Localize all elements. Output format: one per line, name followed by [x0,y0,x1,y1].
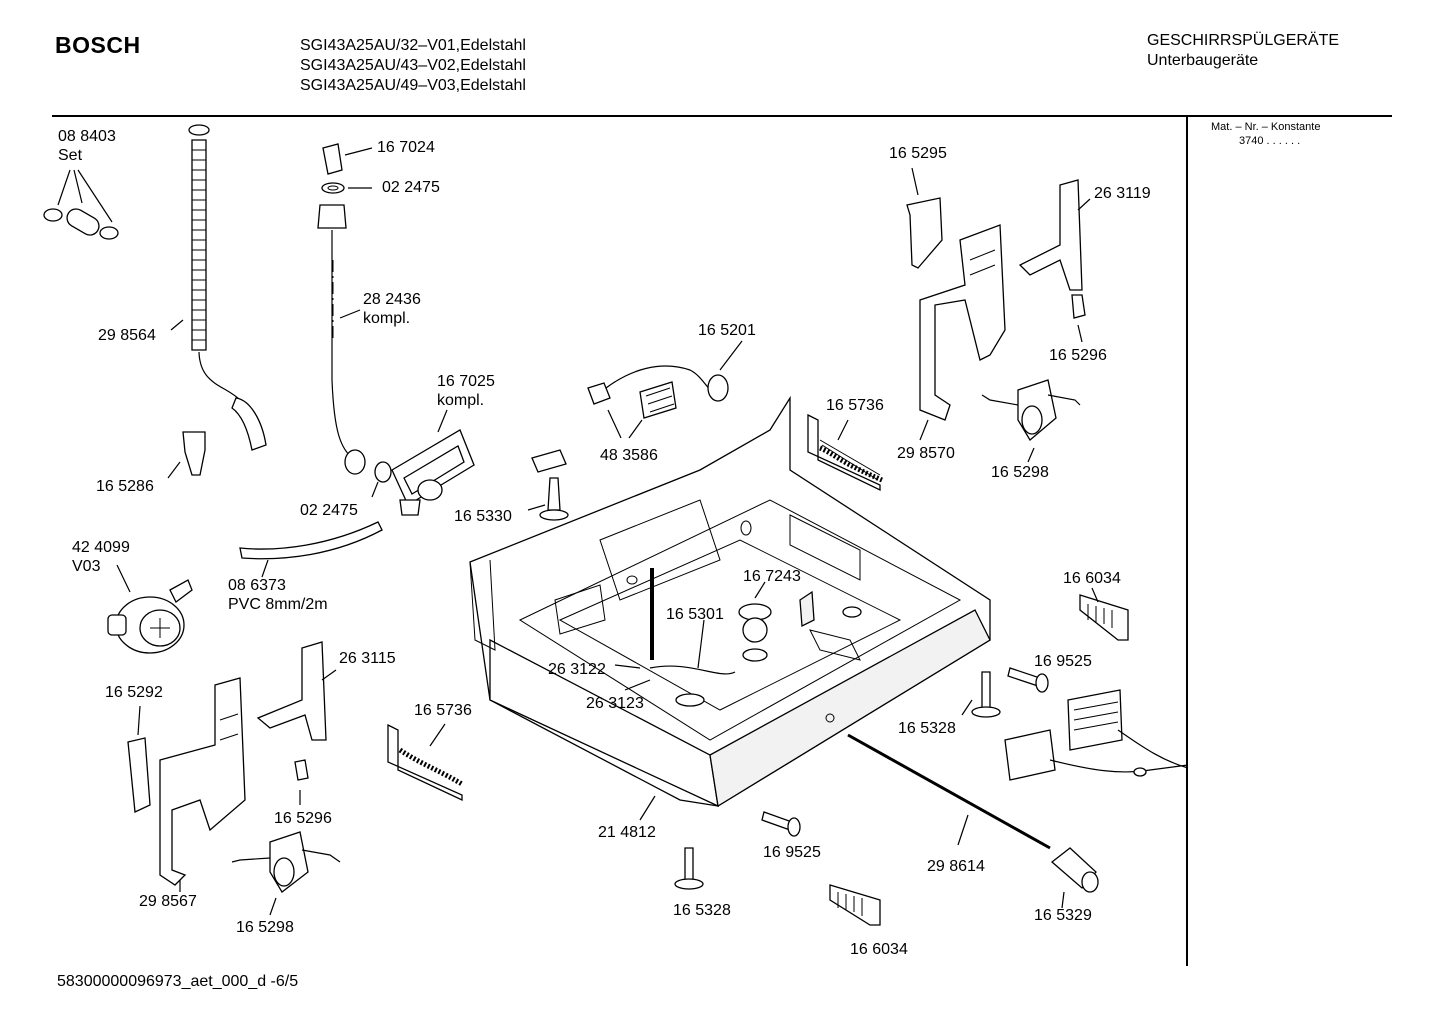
part-number: 08 8403 [58,128,116,145]
part-note: kompl. [437,392,485,409]
side-panel-divider [1186,116,1188,966]
wiring-harness-part [1004,689,1189,781]
screw-part-lower [674,811,801,890]
part-label-165292: 16 5292 [105,684,163,701]
part-label-167243: 16 7243 [743,568,801,585]
part-label-022475-upper: 02 2475 [382,179,440,196]
model-line-2: SGI43A25AU/43–V02,Edelstahl [300,57,526,74]
part-label-166034-upper: 16 6034 [1063,570,1121,587]
mat-nr-value: 3740 . . . . . . [1239,135,1301,147]
part-label-167024: 16 7024 [377,139,435,156]
mat-nr-label: Mat. – Nr. – Konstante [1211,121,1321,133]
part-label-298567: 29 8567 [139,893,197,910]
cable-set-part [587,340,743,439]
category-title: GESCHIRRSPÜLGERÄTE [1147,32,1340,49]
connector-block-part-lower [829,884,881,926]
inlet-valve-part [371,409,475,516]
category-subtitle: Unterbaugeräte [1147,52,1259,69]
part-label-022475-lower: 02 2475 [300,502,358,519]
part-label-165329: 16 5329 [1034,907,1092,924]
part-label-165286: 16 5286 [96,478,154,495]
part-label-165736-lower: 16 5736 [414,702,472,719]
part-label-167025: 16 7025 kompl. [437,372,495,410]
model-line-3: SGI43A25AU/49–V03,Edelstahl [300,77,526,94]
right-bracket-assembly [906,167,1091,463]
part-label-165296-upper: 16 5296 [1049,347,1107,364]
part-label-165328-lower: 16 5328 [673,902,731,919]
hose-clip-part [167,431,206,479]
screw-part-upper [961,667,1049,718]
part-label-263119: 26 3119 [1094,185,1151,202]
appliance-category: GESCHIRRSPÜLGERÄTE Unterbaugeräte [1147,31,1339,71]
part-label-165330: 16 5330 [454,508,512,525]
rod-part [847,733,1051,850]
part-label-165295: 16 5295 [889,145,947,162]
part-label-263115: 26 3115 [339,650,396,667]
part-label-165298-lower: 16 5298 [236,919,294,936]
part-label-165296-lower: 16 5296 [274,810,332,827]
part-label-298564: 29 8564 [98,327,156,344]
pvc-tube-part [239,521,383,578]
part-number: 42 4099 [72,539,130,556]
document-id: 58300000096973_aet_000_d -6/5 [57,973,299,990]
part-label-166034-lower: 16 6034 [850,941,908,958]
part-label-483586: 48 3586 [600,447,658,464]
part-note: Set [58,147,83,164]
part-note: V03 [72,558,101,575]
drain-hose-part [170,124,267,451]
part-label-298570: 29 8570 [897,445,955,462]
part-label-165301: 16 5301 [666,606,724,623]
part-note: kompl. [363,310,411,327]
left-bracket-assembly [127,641,341,916]
part-label-214812: 21 4812 [598,824,656,841]
pump-part [107,564,193,654]
hinge-spring-part-left [387,723,464,802]
part-label-169525-upper: 16 9525 [1034,653,1092,670]
part-label-263122: 26 3122 [548,661,606,678]
part-label-169525-lower: 16 9525 [763,844,821,861]
part-label-165298-upper: 16 5298 [991,464,1049,481]
screw-clip-part [527,449,569,521]
part-label-165328-upper: 16 5328 [898,720,956,737]
part-note: PVC 8mm/2m [228,596,328,613]
model-line-1: SGI43A25AU/32–V01,Edelstahl [300,37,526,54]
part-label-086373: 08 6373 PVC 8mm/2m [228,576,328,614]
header-divider [52,115,1392,117]
side-panel: Mat. – Nr. – Konstante 3740 . . . . . . [1211,120,1320,148]
part-label-088403: 08 8403 Set [58,127,116,165]
part-number: 28 2436 [363,291,421,308]
hose-clamp-set-part [43,169,119,240]
part-label-282436: 28 2436 kompl. [363,290,421,328]
part-number: 08 6373 [228,577,286,594]
part-label-298614: 29 8614 [927,858,985,875]
part-label-165736-upper: 16 5736 [826,397,884,414]
brand-logo-text: BOSCH [55,32,141,58]
part-label-424099: 42 4099 V03 [72,538,130,576]
part-label-263123: 26 3123 [586,695,644,712]
part-number: 16 7025 [437,373,495,390]
hinge-spring-part-right [807,413,883,492]
connector-block-part-upper [1079,587,1129,641]
model-list: SGI43A25AU/32–V01,Edelstahl SGI43A25AU/4… [300,36,526,96]
inlet-hose-part [317,143,373,475]
base-tub-part [469,395,991,821]
foot-part [1050,847,1099,909]
part-label-165201: 16 5201 [698,322,756,339]
